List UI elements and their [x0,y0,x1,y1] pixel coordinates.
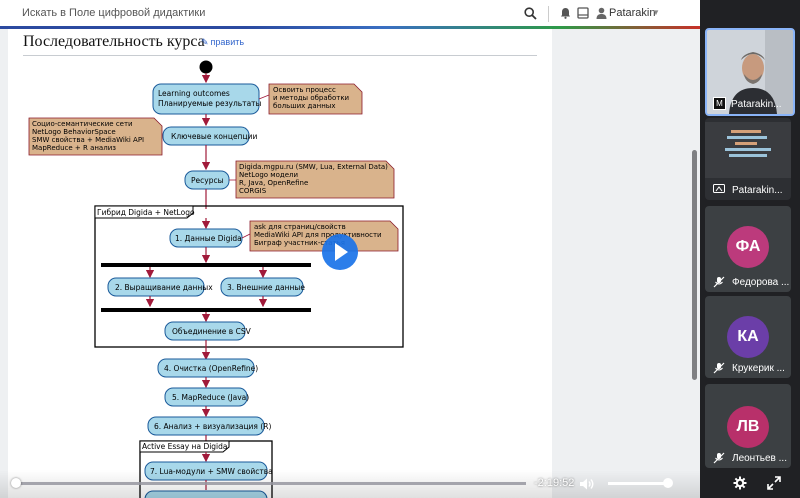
note-concepts [28,117,163,156]
caret-down-icon[interactable]: ▼ [652,8,660,17]
fork-bar [101,263,311,267]
site-header: Искать в Поле цифровой дидактики Patarak… [0,0,700,26]
note-data-line1: ask для страниц/свойств [254,223,346,231]
seek-bar[interactable] [16,482,526,485]
volume-handle[interactable] [663,478,673,488]
node-step6-text: 6. Анализ + визуализация (R) [154,422,271,431]
node-step3 [220,277,304,297]
note-outcomes-line3: больших данных [273,102,335,110]
note-concepts-line1: Социо-семантические сети [32,120,133,128]
node-key-concepts-text: Ключевые концепции [171,132,257,141]
participant-name: Крукерик ... [732,363,785,374]
page-title: Последовательность курса [23,33,205,50]
note-concepts-line2: NetLogo BehaviorSpace [32,128,116,136]
node-learning-outcomes-text2: Планируемые результаты [158,99,262,108]
node-step8-partial [144,490,268,498]
group-essay-title: Active Essay на Digida [142,442,228,451]
note-concepts-line4: MapReduce + R анализ [32,144,116,152]
note-outcomes [268,83,363,115]
node-merge-text: Объединение в CSV [172,327,252,336]
user-name-link[interactable]: Patarakin [609,7,656,19]
screen-share-icon [713,184,725,193]
participant-tile-lv[interactable]: ЛВ Леонтьев ... [705,384,791,468]
participant-name: Федорова ... [732,277,790,288]
join-bar [101,308,311,312]
note-data-line2: MediaWiki API для продуктивности [254,231,382,239]
edit-link-label: править [210,37,245,47]
seek-handle[interactable] [11,478,21,488]
node-step3-text: 3. Внешние данные [227,283,305,292]
node-step2-text: 2. Выращивание данных [115,283,213,292]
volume-icon[interactable] [579,477,595,491]
participant-tile-fa[interactable]: ФА Федорова ... [705,206,791,292]
note-data-line3: Биграф участник-статья [254,239,345,247]
avatar: ЛВ [727,406,769,448]
avatar: КА [727,316,769,358]
pencil-icon: ✎ [201,37,209,47]
group-hybrid-title: Гибрид Digida + NetLogo [97,208,195,217]
note-resources-line3: R, Java, OpenRefine [239,179,308,187]
presenter-badge: M [713,97,726,110]
note-data [249,220,399,252]
participant-name: Patarakin... [732,185,783,196]
chat-icon[interactable] [577,7,589,19]
article-content: Последовательность курса ✎править Learni… [8,29,552,498]
user-icon[interactable] [596,7,607,19]
play-icon [335,243,348,261]
participant-name: Леонтьев ... [732,453,787,464]
mic-off-icon [713,452,725,464]
header-stripe [0,26,700,29]
participant-name: Patarakin... [731,99,782,110]
settings-icon[interactable] [733,476,747,490]
node-step5-text: 5. MapReduce (Java) [172,393,249,402]
note-resources-line4: CORGIS [239,187,267,195]
search-icon[interactable] [524,7,537,20]
note-concepts-line3: SMW свойства + MediaWiki API [32,136,144,144]
node-step4-text: 4. Очистка (OpenRefine) [164,364,258,373]
group-hybrid [94,205,404,348]
node-learning-outcomes-text1: Learning outcomes [158,89,230,98]
group-essay-tab [139,440,230,453]
page-scrollbar[interactable] [692,40,697,460]
node-merge [164,321,246,341]
note-resources-line2: NetLogo модели [239,171,298,179]
note-resources-line1: Digida.mgpu.ru (SMW, Lua, External Data) [239,163,388,171]
group-hybrid-tab [94,205,194,219]
search-input[interactable]: Искать в Поле цифровой дидактики [22,7,206,19]
participant-tile-ka[interactable]: КА Крукерик ... [705,296,791,378]
participant-tile-video[interactable]: M Patarakin... [705,28,795,116]
screen-thumbnail [705,122,791,178]
bell-icon[interactable] [560,7,571,19]
note-resources [235,160,395,199]
course-activity-diagram: Learning outcomes Планируемые результаты… [28,60,404,498]
note-outcomes-line1: Освоить процесс [273,86,336,94]
volume-slider[interactable] [608,482,670,485]
node-step1-text: 1. Данные Digida [175,234,242,243]
divider [548,6,549,22]
participant-tile-screen[interactable]: Patarakin... [705,118,791,200]
start-node [199,60,213,74]
node-step2 [107,277,205,297]
avatar: ФА [727,226,769,268]
mic-off-icon [713,362,725,374]
node-step7-text: 7. Lua-модули + SMW свойства [150,467,273,476]
title-divider [23,55,537,56]
scrollbar-thumb[interactable] [692,150,697,380]
node-resources-text: Ресурсы [191,176,224,185]
edit-link[interactable]: ✎править [201,37,244,48]
time-remaining: -2:19:52 [534,477,575,489]
main-area: Искать в Поле цифровой дидактики Patarak… [0,0,700,498]
mic-off-icon [713,276,725,288]
fullscreen-icon[interactable] [767,476,781,490]
note-outcomes-line2: и методы обработки [273,94,349,102]
